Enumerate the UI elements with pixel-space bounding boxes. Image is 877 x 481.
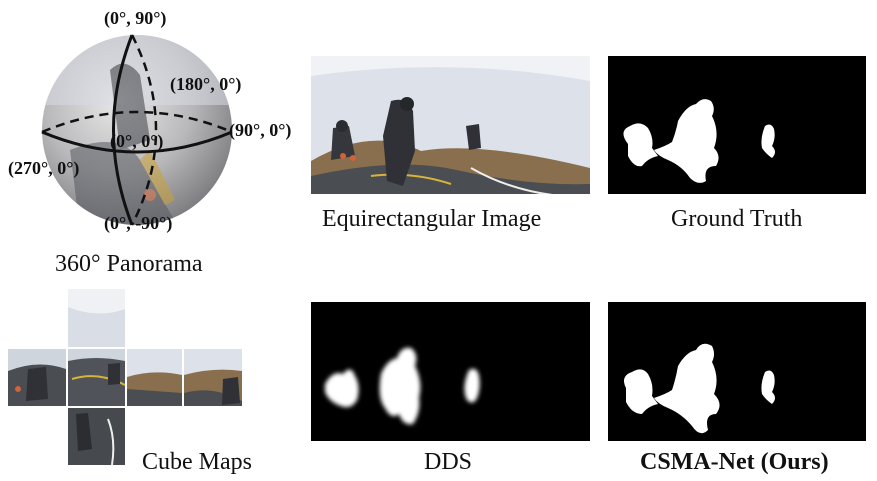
meridian-front bbox=[112, 34, 134, 226]
coord-right: (90°, 0°) bbox=[229, 120, 292, 140]
dds-caption: DDS bbox=[424, 449, 473, 475]
cube-maps bbox=[8, 289, 242, 465]
cube-caption: Cube Maps bbox=[142, 449, 252, 475]
csma-net-mask bbox=[608, 302, 866, 441]
gt-caption: Ground Truth bbox=[671, 206, 803, 232]
meridian-back bbox=[130, 34, 158, 226]
sphere-panel: (0°, 90°) (180°, 0°) (90°, 0°) (0°, 0°) … bbox=[0, 0, 310, 285]
equirect-image bbox=[311, 56, 590, 194]
equator-front bbox=[41, 130, 233, 154]
ground-truth-mask bbox=[608, 56, 866, 194]
sphere-caption: 360° Panorama bbox=[55, 251, 203, 277]
coord-center: (0°, 0°) bbox=[110, 131, 164, 151]
coord-bottom: (0°, -90°) bbox=[104, 213, 173, 233]
sphere-scene bbox=[42, 35, 232, 225]
equator-back bbox=[41, 110, 233, 134]
equirect-caption: Equirectangular Image bbox=[322, 206, 542, 232]
coord-top: (0°, 90°) bbox=[104, 8, 167, 28]
dds-mask bbox=[311, 302, 590, 441]
coord-back: (180°, 0°) bbox=[170, 74, 242, 94]
sphere-graphic bbox=[41, 34, 233, 226]
ours-caption: CSMA-Net (Ours) bbox=[640, 449, 829, 475]
coord-left: (270°, 0°) bbox=[8, 158, 80, 178]
